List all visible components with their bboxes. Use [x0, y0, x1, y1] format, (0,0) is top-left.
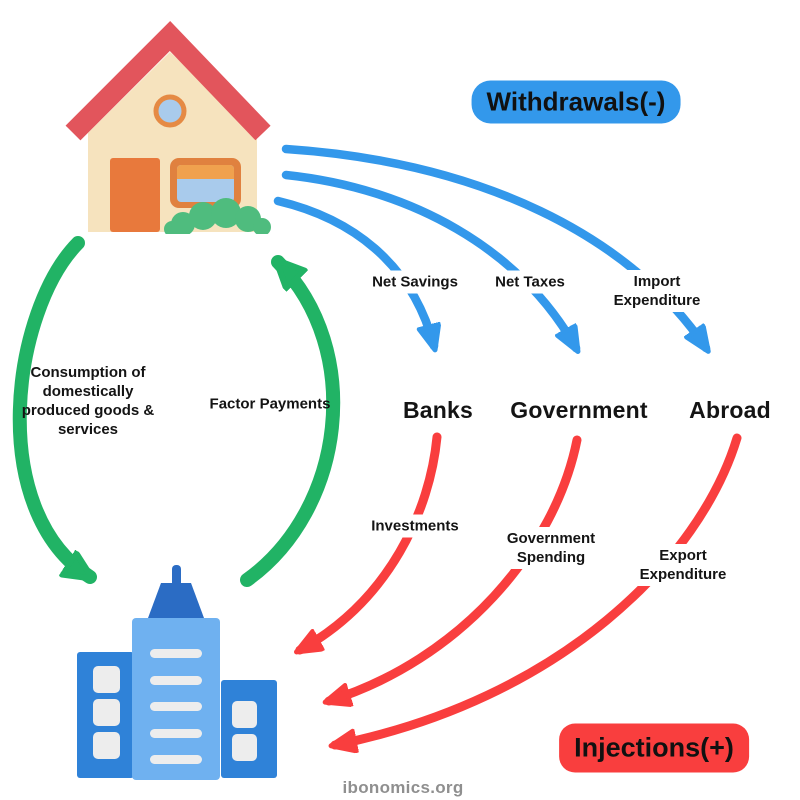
building-top: [148, 583, 204, 618]
house-roof: [65, 20, 271, 141]
withdrawals-badge: Withdrawals(-): [471, 80, 681, 124]
government-spending-label: Government Spending: [501, 527, 601, 569]
building-windows: [93, 649, 257, 764]
export-expenditure-arrow: [335, 433, 742, 745]
house-door: [110, 158, 160, 232]
net-savings-label: Net Savings: [367, 270, 463, 294]
watermark: ibonomics.org: [342, 778, 464, 797]
injections-badge: Injections(+): [559, 723, 749, 773]
office-building-icon: [77, 565, 277, 780]
import-expenditure-label: Import Expenditure: [608, 270, 706, 312]
net-taxes-label: Net Taxes: [490, 270, 570, 294]
net-taxes-arrow: [281, 170, 576, 348]
factor-payments-label: Factor Payments: [209, 395, 331, 413]
government-node-label: Government: [510, 397, 648, 423]
investments-label: Investments: [366, 514, 464, 538]
government-spending-arrow: [329, 435, 582, 701]
ground-mask: [158, 234, 278, 246]
consumption-label: Consumption of domestically produced goo…: [21, 364, 155, 438]
import-expenditure-arrow: [281, 144, 706, 348]
house-icon: [65, 20, 278, 246]
abroad-node-label: Abroad: [689, 397, 771, 423]
net-savings-arrow: [273, 196, 434, 346]
consumption-arrow: [12, 236, 97, 584]
house-window-shade: [177, 165, 234, 179]
building-right-tower: [221, 680, 277, 778]
building-central-tower: [132, 618, 220, 780]
factor-payments-arrow: [240, 255, 341, 587]
investments-arrow: [300, 432, 442, 655]
banks-node-label: Banks: [402, 397, 474, 423]
export-expenditure-label: Export Expenditure: [634, 544, 732, 586]
house-round-window: [153, 94, 187, 128]
bush: [164, 198, 271, 237]
